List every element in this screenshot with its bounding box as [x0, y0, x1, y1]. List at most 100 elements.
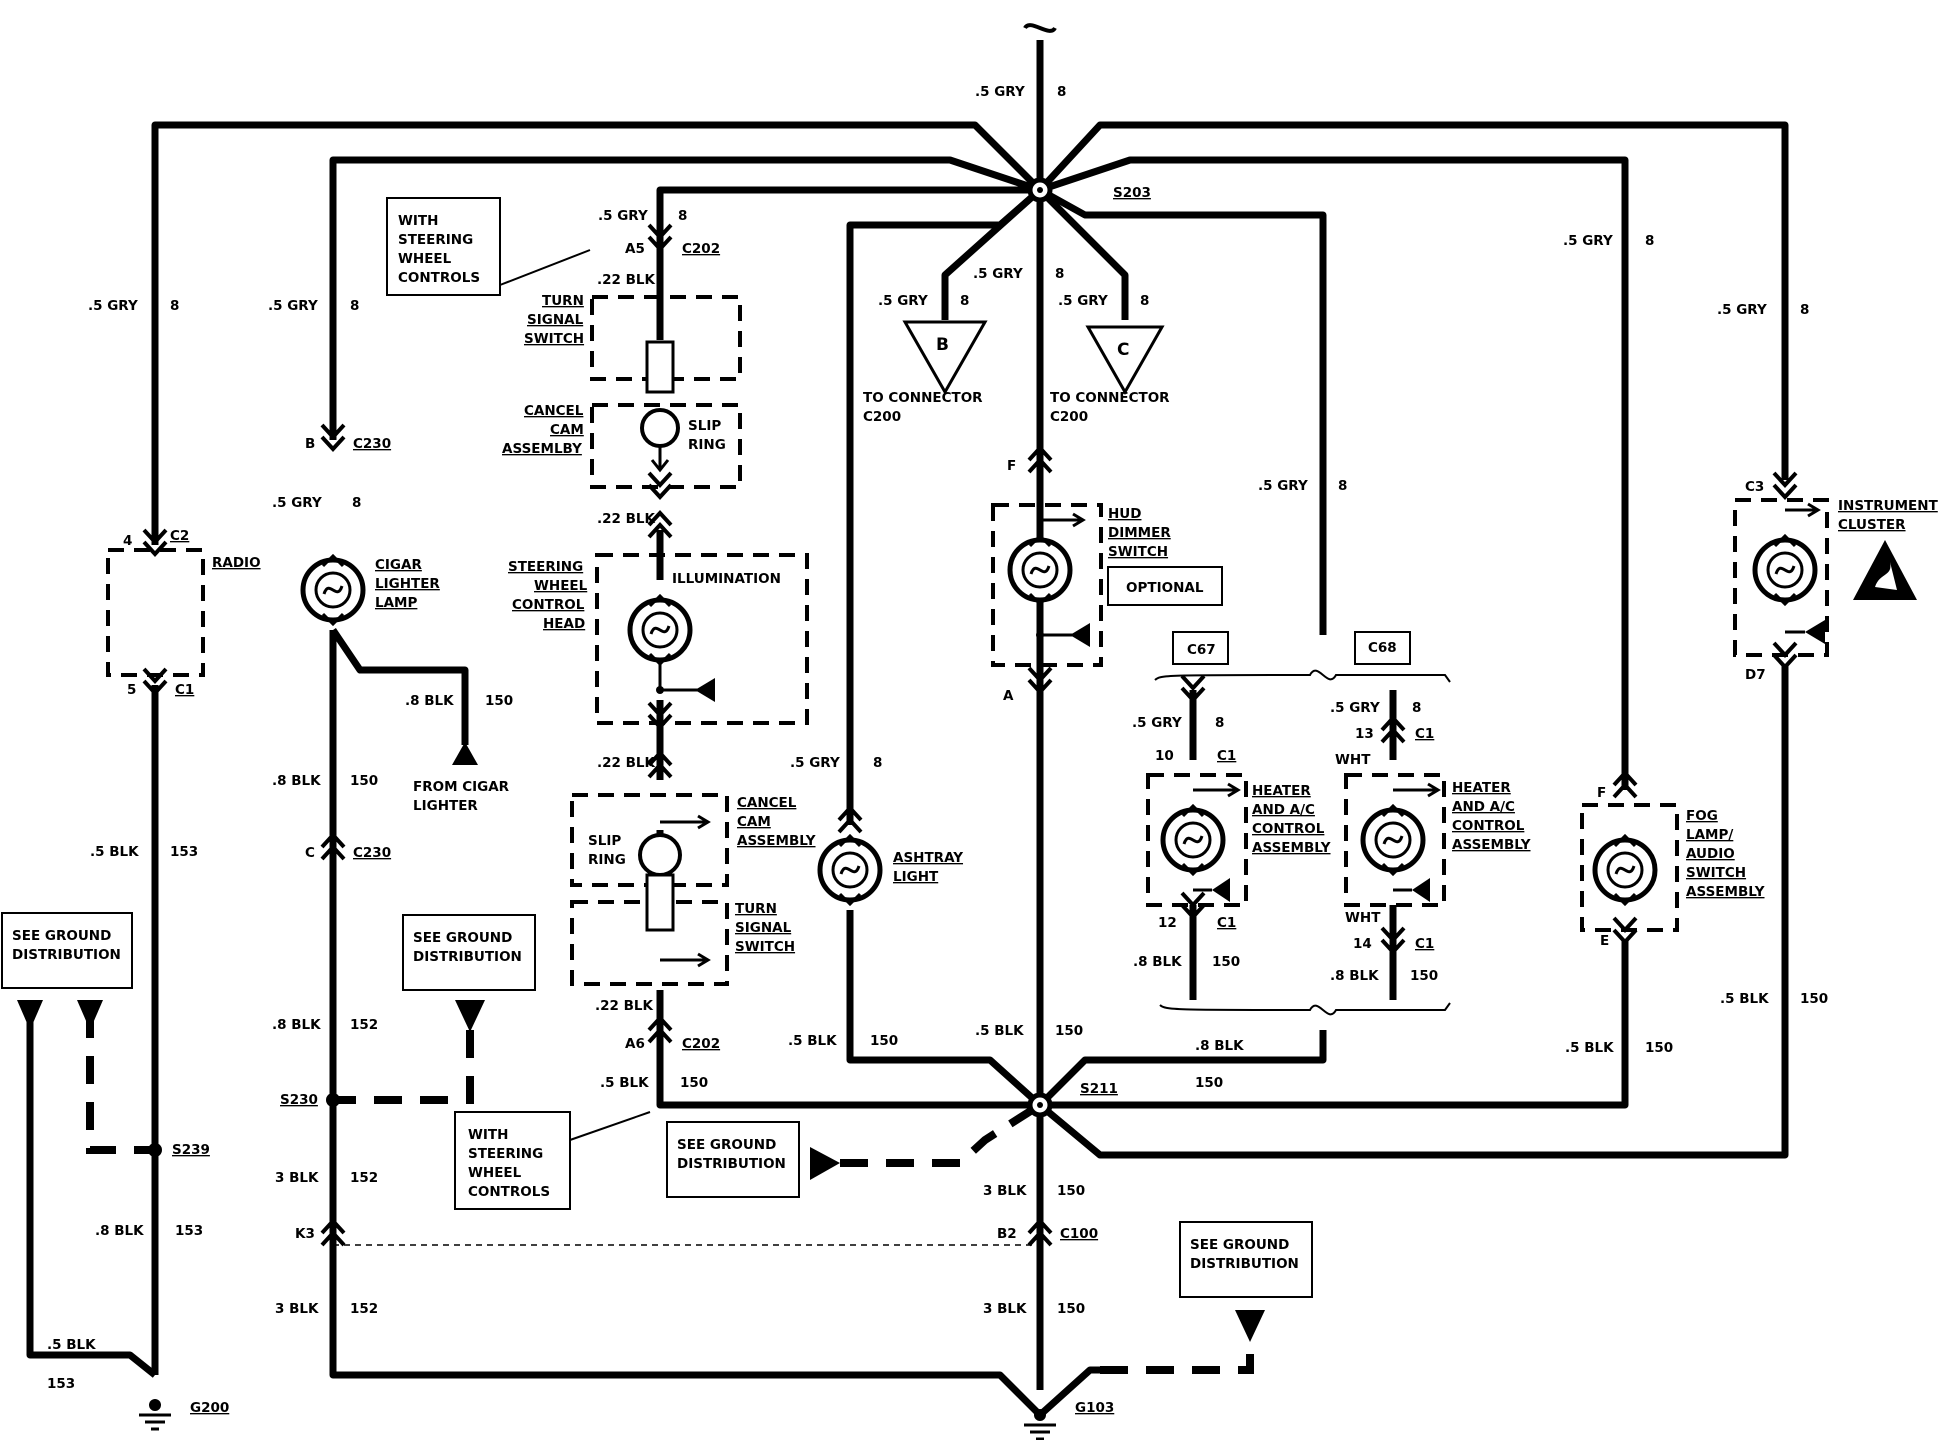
- gd3-1: SEE GROUND: [677, 1137, 776, 1153]
- steer-c202b: C202: [682, 1036, 720, 1052]
- turn-bot-1: TURN: [735, 901, 777, 917]
- connc-letter: C: [1117, 340, 1129, 360]
- head-1: STEERING: [508, 559, 583, 575]
- ground-symbols: [139, 1399, 1056, 1440]
- ashtray-light: [820, 836, 880, 904]
- heater-c68: [1344, 773, 1446, 907]
- radio-153: 153: [170, 844, 198, 860]
- t-150b: 150: [1057, 1301, 1085, 1317]
- connector-triangles: [902, 320, 1165, 396]
- mid-gry: .5 GRY: [973, 266, 1023, 282]
- radio-gry: .5 GRY: [88, 298, 138, 314]
- ash-1: ASHTRAY: [893, 850, 963, 866]
- c67-12: 12: [1158, 915, 1177, 931]
- slip-bot-1: SLIP: [588, 833, 621, 849]
- radio-8: 8: [170, 298, 179, 314]
- c67-150: 150: [1212, 954, 1240, 970]
- slip-top-1: SLIP: [688, 418, 721, 434]
- g103-label: G103: [1075, 1400, 1114, 1416]
- with-bot-2: STEERING: [468, 1146, 543, 1162]
- head-4: HEAD: [543, 616, 585, 632]
- cigar-blk8b: .8 BLK: [272, 773, 321, 789]
- splices: [148, 177, 1053, 1157]
- connc-gry: .5 GRY: [1058, 293, 1108, 309]
- connb-letter: B: [936, 335, 949, 355]
- cigar-blk3b: 3 BLK: [275, 1301, 319, 1317]
- gd2-2: DISTRIBUTION: [413, 949, 522, 965]
- head-2: WHEEL: [534, 578, 588, 594]
- esd-warning-icon: [1853, 540, 1917, 600]
- with-top-1: WITH: [398, 213, 438, 229]
- lg-153: 153: [47, 1376, 75, 1392]
- hud-optional: OPTIONAL: [1126, 580, 1204, 596]
- fog-gry: .5 GRY: [1563, 233, 1613, 249]
- fog-4: SWITCH: [1686, 865, 1746, 881]
- radio-pin4: 4: [123, 533, 132, 549]
- connc-8: 8: [1140, 293, 1149, 309]
- with-top-3: WHEEL: [398, 251, 452, 267]
- gd4-1: SEE GROUND: [1190, 1237, 1289, 1253]
- with-top-4: CONTROLS: [398, 270, 480, 286]
- fog-150: 150: [1645, 1040, 1673, 1056]
- top-8: 8: [1057, 84, 1066, 100]
- hud-1: HUD: [1108, 506, 1141, 522]
- with-top-2: STEERING: [398, 232, 473, 248]
- gd1-2: DISTRIBUTION: [12, 947, 121, 963]
- connb-8: 8: [960, 293, 969, 309]
- clu-d7: D7: [1745, 667, 1766, 683]
- c68-8: 8: [1412, 700, 1421, 716]
- ash-blk5: .5 BLK: [788, 1033, 837, 1049]
- connb-to-2: C200: [863, 409, 901, 425]
- t-blk3b: 3 BLK: [983, 1301, 1027, 1317]
- clu-150: 150: [1800, 991, 1828, 1007]
- cancel-top-1: CANCEL: [524, 403, 584, 419]
- radio-pin5: 5: [127, 682, 136, 698]
- c67-n4: ASSEMBLY: [1252, 840, 1331, 856]
- clu-gry: .5 GRY: [1717, 302, 1767, 318]
- fog-e: E: [1600, 933, 1609, 949]
- ash-8: 8: [873, 755, 882, 771]
- lg-blk5: .5 BLK: [47, 1337, 96, 1353]
- c68-n2: AND A/C: [1452, 799, 1515, 815]
- connc-to-1: TO CONNECTOR: [1050, 390, 1170, 406]
- c68-gry: .5 GRY: [1330, 700, 1380, 716]
- radio-blk: .5 BLK: [90, 844, 139, 860]
- steer-gry: .5 GRY: [598, 208, 648, 224]
- hf-8: 8: [1338, 478, 1347, 494]
- cigar-152b: 152: [350, 1170, 378, 1186]
- ash-gry: .5 GRY: [790, 755, 840, 771]
- with-bot-3: WHEEL: [468, 1165, 522, 1181]
- c67-tag: C67: [1187, 642, 1216, 658]
- slip-top-2: RING: [688, 437, 726, 453]
- cigar-pinb: B: [305, 436, 315, 452]
- turn-bot-2: SIGNAL: [735, 920, 792, 936]
- harness-lines: [333, 249, 1451, 1246]
- steer-8: 8: [678, 208, 687, 224]
- mid-8: 8: [1055, 266, 1064, 282]
- t-blk3: 3 BLK: [983, 1183, 1027, 1199]
- turn-top-1: TURN: [542, 293, 584, 309]
- slip-bot-2: RING: [588, 852, 626, 868]
- gd1-1: SEE GROUND: [12, 928, 111, 944]
- heater-c67: [1146, 773, 1248, 907]
- steer-c202: C202: [682, 241, 720, 257]
- cancel-bot-1: CANCEL: [737, 795, 797, 811]
- c68-n4: ASSEMBLY: [1452, 837, 1531, 853]
- s239-label: S239: [172, 1142, 210, 1158]
- c67-gry: .5 GRY: [1132, 715, 1182, 731]
- steer-a6: A6: [625, 1036, 645, 1052]
- cigar-8b: 8: [352, 495, 361, 511]
- cancel-top-3: ASSEMLBY: [502, 441, 582, 457]
- radio-component: [106, 548, 205, 677]
- c68-150: 150: [1410, 968, 1438, 984]
- c67-n2: AND A/C: [1252, 802, 1315, 818]
- c67-blk8: .8 BLK: [1133, 954, 1182, 970]
- cigar-lighter-lamp: [303, 556, 363, 624]
- c68-wht2: WHT: [1345, 910, 1381, 926]
- g200-label: G200: [190, 1400, 229, 1416]
- cigar-name-3: LAMP: [375, 595, 417, 611]
- connector-chevrons: [142, 223, 1798, 1247]
- hud-a: A: [1003, 688, 1014, 704]
- cigar-from-2: LIGHTER: [413, 798, 478, 814]
- cigar-name-2: LIGHTER: [375, 576, 440, 592]
